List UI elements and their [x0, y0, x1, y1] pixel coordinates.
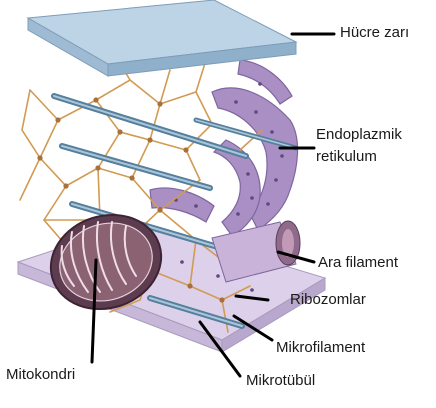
label-endoplasmic-reticulum-line2: retikulum — [316, 148, 377, 165]
label-microtubule: Mikrotübül — [246, 372, 315, 389]
label-endoplasmic-reticulum-line1: Endoplazmik — [316, 126, 402, 143]
label-ribosomes: Ribozomlar — [290, 291, 366, 308]
label-intermediate-filament: Ara filament — [318, 254, 398, 271]
label-cell-membrane: Hücre zarı — [340, 24, 409, 41]
label-microfilament: Mikrofilament — [276, 339, 365, 356]
label-mitochondrion: Mitokondri — [6, 366, 75, 383]
